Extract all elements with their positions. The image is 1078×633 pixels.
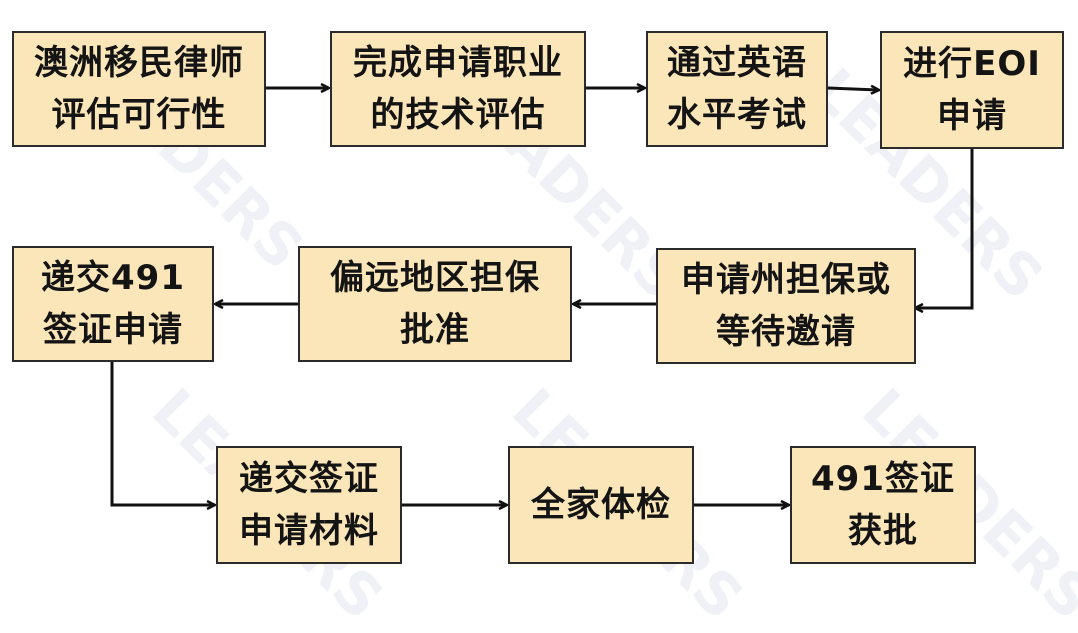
step-eoi-line2: 申请 [937, 96, 1007, 136]
step-submit-documents-line1: 递交签证 [239, 459, 379, 499]
step-state-sponsorship-line2: 等待邀请 [716, 312, 856, 352]
step-eoi-line1: 进行EOI [903, 44, 1041, 84]
step-regional-sponsorship-line2: 批准 [400, 310, 470, 350]
step-lawyer-assessment: 澳洲移民律师 评估可行性 [12, 31, 266, 147]
step-skills-assessment-line2: 的技术评估 [370, 95, 546, 135]
step-english-test-line2: 水平考试 [667, 95, 807, 135]
step-submit-documents-line2: 申请材料 [239, 511, 379, 551]
step-visa-granted-line2: 获批 [848, 511, 918, 551]
step-skills-assessment: 完成申请职业 的技术评估 [330, 31, 586, 147]
arrow-n4-n5 [916, 148, 974, 308]
step-eoi: 进行EOI 申请 [880, 31, 1064, 149]
arrow-n7-n8 [110, 362, 214, 505]
step-english-test: 通过英语 水平考试 [646, 31, 828, 147]
step-medical-check-line1: 全家体检 [531, 485, 671, 525]
arrow-n3-n4 [827, 88, 878, 90]
step-submit-documents: 递交签证 申请材料 [216, 446, 402, 564]
step-submit-491: 递交491 签证申请 [12, 246, 214, 362]
flow-connectors [110, 0, 974, 600]
step-lawyer-assessment-line1: 澳洲移民律师 [34, 43, 244, 83]
step-medical-check: 全家体检 [508, 446, 694, 564]
step-visa-granted-line1: 491签证 [811, 459, 955, 499]
step-state-sponsorship-line1: 申请州担保或 [681, 260, 891, 300]
step-regional-sponsorship-line1: 偏远地区担保 [330, 258, 540, 298]
step-skills-assessment-line1: 完成申请职业 [353, 43, 563, 83]
step-state-sponsorship: 申请州担保或 等待邀请 [656, 248, 916, 364]
step-visa-granted: 491签证 获批 [790, 446, 976, 564]
step-lawyer-assessment-line2: 评估可行性 [51, 95, 227, 135]
step-submit-491-line1: 递交491 [41, 258, 185, 298]
step-regional-sponsorship: 偏远地区担保 批准 [298, 246, 572, 362]
step-english-test-line1: 通过英语 [667, 43, 807, 83]
step-submit-491-line2: 签证申请 [43, 310, 183, 350]
